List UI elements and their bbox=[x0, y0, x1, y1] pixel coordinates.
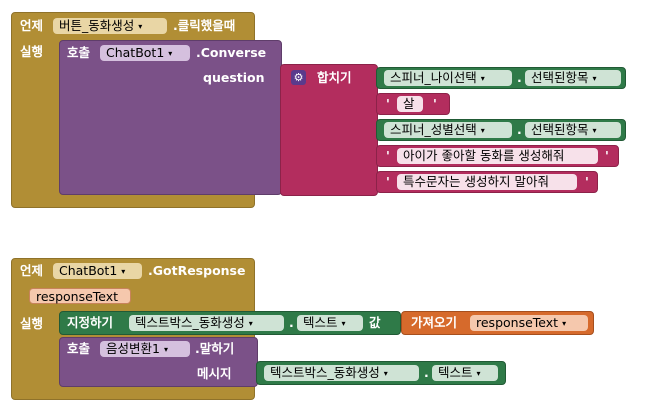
dropdown-icon: ▾ bbox=[341, 319, 346, 328]
spinner-gender-label: 스피너_성별선택 bbox=[390, 122, 477, 137]
dropdown-icon: ▾ bbox=[476, 369, 481, 378]
text-value-nospecial[interactable]: 특수문자는 생성하지 말아줘 bbox=[397, 174, 577, 190]
event-component-label: 버튼_동화생성 bbox=[59, 18, 135, 33]
call-converse-block[interactable] bbox=[59, 40, 282, 195]
spinner-age-label: 스피너_나이선택 bbox=[390, 70, 477, 85]
event-component-dropdown[interactable]: 버튼_동화생성▾ bbox=[53, 18, 167, 34]
message-component-label: 텍스트박스_동화생성 bbox=[270, 365, 380, 380]
text-value-sal[interactable]: 살 bbox=[397, 96, 423, 112]
text-value-label: 살 bbox=[403, 96, 415, 111]
set-component-label: 텍스트박스_동화생성 bbox=[135, 315, 245, 330]
dot-separator: . bbox=[289, 315, 294, 330]
set-property-label: 텍스트 bbox=[303, 315, 338, 330]
spinner-gender-dropdown[interactable]: 스피너_성별선택▾ bbox=[384, 122, 512, 138]
dot-separator: . bbox=[517, 70, 522, 85]
quote-close: ' bbox=[433, 96, 437, 111]
call-method: .Converse bbox=[196, 45, 267, 60]
spinner-age-property-dropdown[interactable]: 선택된항목▾ bbox=[525, 70, 621, 86]
spinner-age-dropdown[interactable]: 스피너_나이선택▾ bbox=[384, 70, 512, 86]
param-label: responseText bbox=[36, 289, 119, 304]
quote-close: ' bbox=[585, 174, 589, 189]
spinner-gender-property-label: 선택된항목 bbox=[531, 122, 589, 137]
do-label: 실행 bbox=[20, 44, 44, 59]
dropdown-icon: ▾ bbox=[383, 369, 388, 378]
message-component-dropdown[interactable]: 텍스트박스_동화생성▾ bbox=[264, 365, 419, 381]
event-component-label: ChatBot1 bbox=[59, 263, 118, 278]
dropdown-icon: ▾ bbox=[562, 319, 567, 328]
param-label: question bbox=[203, 70, 265, 85]
set-label: 지정하기 bbox=[67, 315, 114, 330]
event-name: .GotResponse bbox=[148, 263, 246, 278]
message-property-dropdown[interactable]: 텍스트▾ bbox=[432, 365, 498, 381]
spinner-age-property-label: 선택된항목 bbox=[531, 70, 589, 85]
dropdown-icon: ▾ bbox=[480, 74, 485, 83]
spinner-gender-property-dropdown[interactable]: 선택된항목▾ bbox=[525, 122, 621, 138]
call-component-dropdown[interactable]: 음성변환1▾ bbox=[100, 341, 190, 357]
dropdown-icon: ▾ bbox=[163, 345, 168, 354]
get-variable-label: responseText bbox=[476, 315, 559, 330]
dropdown-icon: ▾ bbox=[168, 49, 173, 58]
call-component-label: ChatBot1 bbox=[106, 45, 165, 60]
quote-close: ' bbox=[605, 148, 609, 163]
dropdown-icon: ▾ bbox=[138, 22, 143, 31]
dropdown-icon: ▾ bbox=[592, 74, 597, 83]
event-label: 언제 bbox=[20, 18, 44, 33]
quote-open: ' bbox=[386, 174, 390, 189]
set-component-dropdown[interactable]: 텍스트박스_동화생성▾ bbox=[129, 315, 284, 331]
get-label: 가져오기 bbox=[411, 315, 458, 330]
text-value-label: 아이가 좋아할 동화를 생성해줘 bbox=[403, 148, 565, 163]
call-label: 호출 bbox=[67, 341, 91, 356]
join-block[interactable] bbox=[280, 64, 378, 196]
call-method: .말하기 bbox=[195, 341, 235, 356]
do-label: 실행 bbox=[20, 316, 44, 331]
event-label: 언제 bbox=[20, 263, 44, 278]
dot-separator: . bbox=[517, 122, 522, 137]
quote-open: ' bbox=[386, 148, 390, 163]
dot-separator: . bbox=[424, 365, 429, 380]
dropdown-icon: ▾ bbox=[121, 267, 126, 276]
event-name: .클릭했을때 bbox=[173, 18, 236, 33]
message-property-label: 텍스트 bbox=[438, 365, 473, 380]
param-response-text[interactable]: responseText bbox=[29, 288, 131, 304]
join-label: 합치기 bbox=[317, 70, 352, 85]
event-component-dropdown[interactable]: ChatBot1▾ bbox=[53, 263, 142, 279]
get-variable-dropdown[interactable]: responseText▾ bbox=[470, 315, 588, 331]
call-component-dropdown[interactable]: ChatBot1▾ bbox=[100, 45, 190, 61]
quote-open: ' bbox=[386, 96, 390, 111]
call-label: 호출 bbox=[67, 45, 91, 60]
text-value-label: 특수문자는 생성하지 말아줘 bbox=[403, 174, 549, 189]
set-to-label: 값 bbox=[369, 315, 381, 330]
call-component-label: 음성변환1 bbox=[106, 341, 160, 356]
text-value-prompt[interactable]: 아이가 좋아할 동화를 생성해줘 bbox=[397, 148, 598, 164]
dropdown-icon: ▾ bbox=[248, 319, 253, 328]
dropdown-icon: ▾ bbox=[592, 126, 597, 135]
message-label: 메시지 bbox=[197, 366, 232, 381]
dropdown-icon: ▾ bbox=[480, 126, 485, 135]
set-property-dropdown[interactable]: 텍스트▾ bbox=[297, 315, 363, 331]
gear-icon[interactable]: ⚙ bbox=[291, 70, 306, 85]
